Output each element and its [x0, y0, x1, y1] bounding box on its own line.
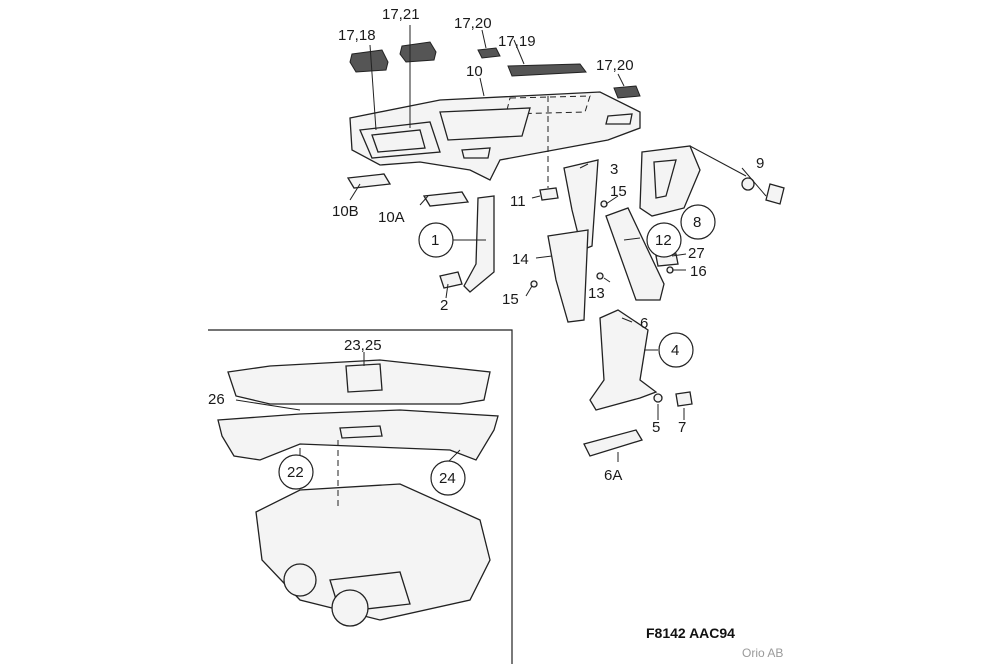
b-pillar-trim-12	[605, 207, 665, 301]
interior-light-10a	[422, 191, 470, 207]
label-10b: 10B	[332, 203, 359, 220]
a-pillar-trim-1	[463, 195, 495, 293]
label-24: 24	[439, 470, 456, 487]
label-17-20-left: 17,20	[454, 15, 492, 32]
label-9: 9	[756, 155, 764, 172]
cover-6a	[583, 429, 643, 457]
label-15-a: 15	[610, 183, 627, 200]
leader-lines	[235, 25, 767, 510]
label-22: 22	[287, 464, 304, 481]
label-10: 10	[466, 63, 483, 80]
callout-circles	[278, 204, 716, 496]
clip-7	[675, 391, 693, 407]
label-3: 3	[610, 161, 618, 178]
label-23-25: 23,25	[344, 337, 382, 354]
label-4: 4	[671, 342, 679, 359]
c-pillar-trim-4	[589, 309, 658, 411]
b-pillar-trim-14	[547, 229, 589, 323]
label-1: 1	[431, 232, 439, 249]
foam-pad-17-20-left	[477, 47, 501, 59]
convertible-car-icon	[255, 483, 491, 627]
foam-pad-17-18	[349, 49, 389, 73]
clip-icon	[539, 187, 559, 201]
label-17-19: 17,19	[498, 33, 536, 50]
label-27: 27	[688, 245, 705, 262]
label-2: 2	[440, 297, 448, 314]
headliner-part	[349, 91, 641, 181]
label-6a: 6A	[604, 467, 622, 484]
label-16: 16	[690, 263, 707, 280]
inset-frame	[208, 329, 513, 664]
screw-5	[653, 393, 663, 403]
label-15-b: 15	[502, 291, 519, 308]
label-12: 12	[655, 232, 672, 249]
foam-pad-17-20-right	[613, 85, 641, 99]
foam-strip-17-19	[507, 63, 587, 77]
label-6: 6	[640, 315, 648, 332]
label-7: 7	[678, 419, 686, 436]
rear-header-panel	[217, 359, 499, 461]
callout-24	[430, 460, 466, 496]
label-17-18: 17,18	[338, 27, 376, 44]
label-8: 8	[693, 214, 701, 231]
callout-4	[658, 332, 694, 368]
screw-13	[596, 272, 604, 280]
foam-pad-17-21	[399, 41, 437, 63]
callout-1	[418, 222, 454, 258]
clip-9	[741, 177, 785, 205]
quarter-trim-8	[639, 145, 747, 217]
label-17-21: 17,21	[382, 6, 420, 23]
clip-2	[439, 271, 463, 289]
reference-code: F8142 AAC94	[646, 625, 735, 641]
screw-15-a	[600, 200, 608, 208]
screw-15-b	[530, 280, 538, 288]
callout-22	[278, 454, 314, 490]
interior-light-10b	[346, 173, 392, 189]
label-26: 26	[208, 391, 225, 408]
label-14: 14	[512, 251, 529, 268]
callout-12	[646, 222, 682, 258]
callout-8	[680, 204, 716, 240]
label-5: 5	[652, 419, 660, 436]
copyright-text: Orio AB	[742, 646, 783, 660]
label-10a: 10A	[378, 209, 405, 226]
label-11: 11	[510, 193, 526, 210]
label-17-20-right: 17,20	[596, 57, 634, 74]
label-13: 13	[588, 285, 605, 302]
